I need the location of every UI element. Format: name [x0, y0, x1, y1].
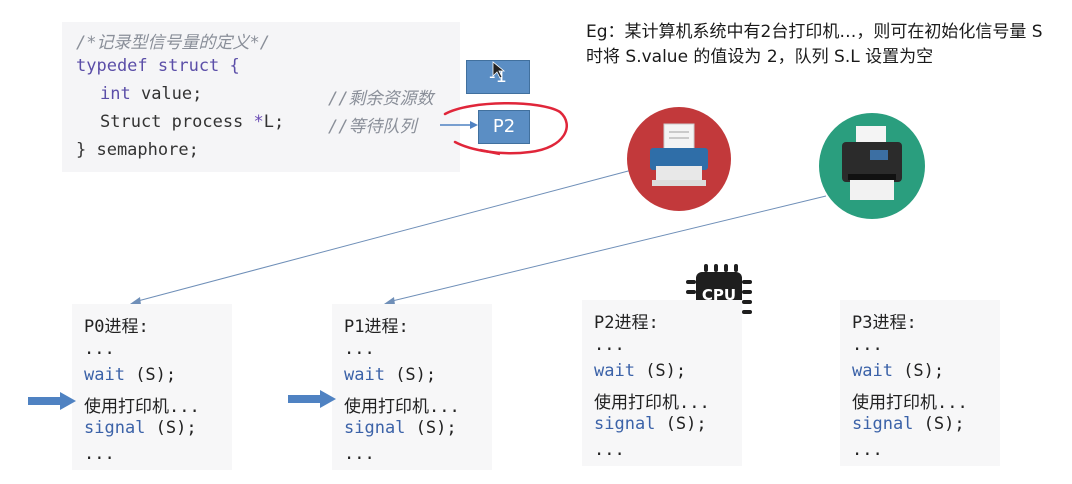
printer2-connector-head [384, 297, 395, 305]
printer2-connector [387, 195, 827, 303]
process-title: P1进程: [344, 317, 409, 337]
typedef-text: typedef struct { [76, 56, 240, 76]
value-comment: //剩余资源数 [328, 89, 434, 109]
printer-red-icon [627, 107, 731, 211]
wait-fn: wait [84, 365, 125, 385]
process-line-wait: wait (S); [344, 365, 436, 385]
wait-arg: (S); [634, 361, 687, 381]
process-line-ellipsis-end: ... [84, 444, 115, 464]
process-line-ellipsis: ... [852, 335, 883, 355]
wait-arg: (S); [892, 361, 945, 381]
process-line-wait: wait (S); [852, 361, 944, 381]
pointer-star: * [253, 112, 264, 132]
process-title: P0进程: [84, 317, 149, 337]
process-line-ellipsis: ... [344, 339, 375, 359]
code-line-queue: Struct process *L; [100, 112, 284, 132]
example-text: Eg：某计算机系统中有2台打印机…，则可在初始化信号量 S 时将 S.value… [586, 22, 1043, 67]
p0-pointer-arrow [28, 392, 76, 410]
process-line-use: 使用打印机... [594, 393, 710, 413]
signal-arg: (S); [655, 414, 707, 434]
semaphore-code-block: /*记录型信号量的定义*/ typedef struct { int value… [62, 22, 460, 172]
signal-arg: (S); [145, 418, 197, 438]
signal-fn: signal [594, 414, 656, 434]
red-ink-tail [479, 148, 501, 156]
process-line-use: 使用打印机... [344, 397, 460, 417]
process-line-ellipsis-end: ... [344, 444, 375, 464]
process-line-use: 使用打印机... [852, 393, 968, 413]
signal-fn: signal [344, 418, 406, 438]
code-line-value: int value; [100, 84, 202, 104]
process-panel-p3: P3进程: ... wait (S); 使用打印机... signal (S);… [840, 300, 1000, 466]
signal-fn: signal [84, 418, 146, 438]
wait-arg: (S); [384, 365, 437, 385]
process-line-signal: signal (S); [344, 418, 457, 438]
signal-arg: (S); [913, 414, 965, 434]
signal-arg: (S); [405, 418, 457, 438]
process-title: P3进程: [852, 313, 917, 333]
process-line-ellipsis-end: ... [594, 440, 625, 460]
code-line-close: } semaphore; [76, 140, 199, 160]
process-line-signal: signal (S); [84, 418, 197, 438]
process-line-ellipsis-end: ... [852, 440, 883, 460]
p1-pointer-arrow [288, 390, 336, 408]
printer-green-icon [819, 113, 925, 219]
printer1-connector-head [130, 297, 141, 305]
l-var: L; [263, 112, 285, 132]
wait-fn: wait [344, 365, 385, 385]
queue-pointer-head [470, 121, 478, 129]
wait-arg: (S); [124, 365, 177, 385]
int-keyword: int [100, 84, 131, 104]
process-title: P2进程: [594, 313, 659, 333]
process-line-wait: wait (S); [594, 361, 686, 381]
struct-process-text: Struct process [100, 112, 254, 132]
queue-comment: //等待队列 [328, 117, 417, 137]
cpu-label: CPU [701, 286, 737, 304]
process-line-ellipsis: ... [84, 339, 115, 359]
red-ink-circle [443, 102, 568, 155]
wait-fn: wait [852, 361, 893, 381]
value-var: value; [130, 84, 203, 104]
code-comment: /*记录型信号量的定义*/ [76, 33, 270, 53]
process-line-wait: wait (S); [84, 365, 176, 385]
process-panel-p0: P0进程: ... wait (S); 使用打印机... signal (S);… [72, 304, 232, 470]
signal-fn: signal [852, 414, 914, 434]
queue-box: P2 [478, 110, 530, 144]
process-line-ellipsis: ... [594, 335, 625, 355]
process-panel-p1: P1进程: ... wait (S); 使用打印机... signal (S);… [332, 304, 492, 470]
process-line-signal: signal (S); [852, 414, 965, 434]
printer1-connector [133, 169, 633, 303]
process-line-signal: signal (S); [594, 414, 707, 434]
wait-fn: wait [594, 361, 635, 381]
process-panel-p2: P2进程: ... wait (S); 使用打印机... signal (S);… [582, 300, 742, 466]
code-line-typedef: typedef struct { [76, 56, 240, 76]
mouse-cursor [492, 61, 506, 79]
process-line-use: 使用打印机... [84, 397, 200, 417]
